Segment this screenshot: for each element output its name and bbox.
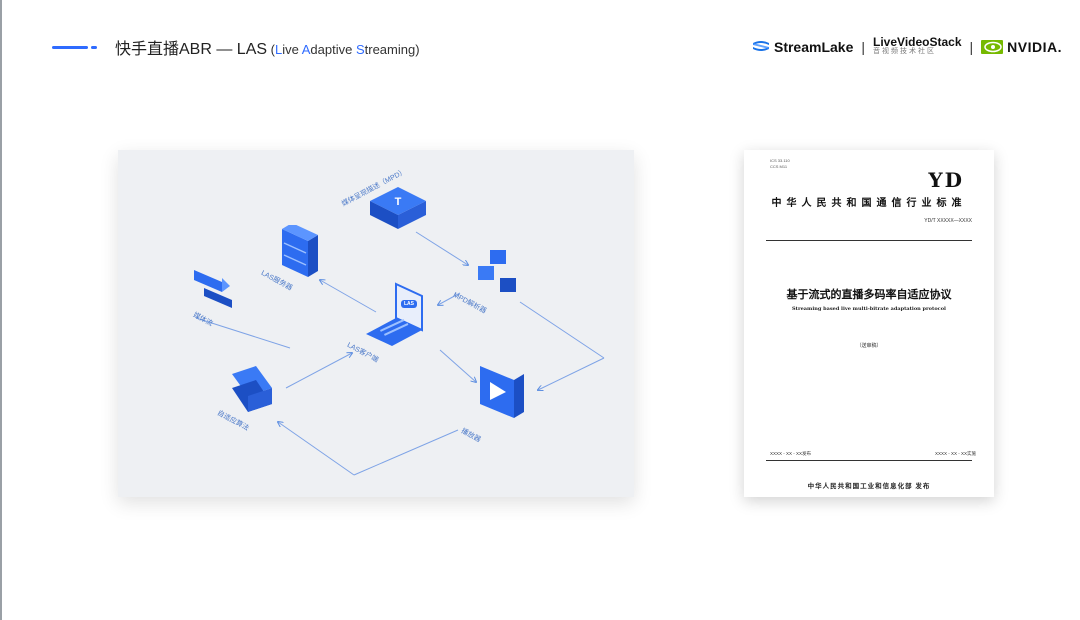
algorithm-icon (226, 364, 278, 418)
standard-document-cover: ICS 33.110 CCS M11 YD 中华人民共和国通信行业标准 YD/T… (744, 150, 994, 497)
stream-arrows-icon (190, 262, 240, 312)
play-icon (474, 362, 530, 424)
logo-separator: | (861, 39, 865, 55)
title-accent-bar (52, 46, 88, 49)
mpd-parser-node (474, 248, 524, 309)
ics-code: ICS 33.110 CCS M11 (770, 158, 790, 170)
server-icon (278, 225, 322, 281)
publish-date: XXXX - XX - XX发布 (770, 451, 811, 457)
standard-category: 中华人民共和国通信行业标准 (744, 194, 994, 209)
title-accent-dot (91, 46, 97, 49)
logo-separator: | (970, 39, 974, 55)
document-title-en: Streaming based live multi-bitrate adapt… (744, 306, 994, 312)
sponsor-logos: StreamLake | LiveVideoStack 音视频技术社区 | NV… (752, 36, 1062, 58)
window-border (0, 0, 2, 620)
media-stream-node (190, 262, 240, 317)
las-client-node: LAS (362, 282, 444, 359)
document-t-icon: T (368, 185, 428, 231)
top-rule (766, 240, 972, 241)
title-expansion: (Live Adaptive Streaming) (267, 42, 420, 57)
nvidia-logo: NVIDIA. (981, 39, 1062, 55)
las-server-node (278, 225, 322, 286)
laptop-icon (362, 282, 444, 354)
mpd-node: T (368, 185, 428, 236)
player-node (474, 362, 530, 429)
page-title: 快手直播ABR — LAS (Live Adaptive Streaming) (115, 35, 420, 59)
livevideostack-logo: LiveVideoStack 音视频技术社区 (873, 37, 962, 57)
document-title-cn: 基于流式的直播多码率自适应协议 (744, 286, 994, 302)
blocks-icon (474, 248, 524, 304)
yd-mark: YD (928, 168, 964, 192)
issuer: 中华人民共和国工业和信息化部 发布 (744, 480, 994, 490)
bottom-rule (766, 460, 972, 461)
standard-number: YD/T XXXXX—XXXX (924, 218, 972, 224)
implement-date: XXXX - XX - XX实施 (935, 451, 976, 457)
las-architecture-diagram: T 媒体呈现描述（MPD） LAS服务器 MPD解析器 媒体流 (118, 150, 634, 497)
title-main: 快手直播ABR — LAS (115, 41, 267, 58)
streamlake-logo: StreamLake (752, 39, 853, 55)
laptop-screen-label: LAS (404, 301, 414, 307)
streamlake-icon (752, 40, 770, 54)
draft-status: （送审稿） (744, 342, 994, 349)
svg-text:T: T (395, 196, 402, 208)
slide-header: 快手直播ABR — LAS (Live Adaptive Streaming) (52, 34, 420, 60)
nvidia-eye-icon (981, 40, 1003, 54)
adaptive-logic-node (226, 364, 278, 423)
